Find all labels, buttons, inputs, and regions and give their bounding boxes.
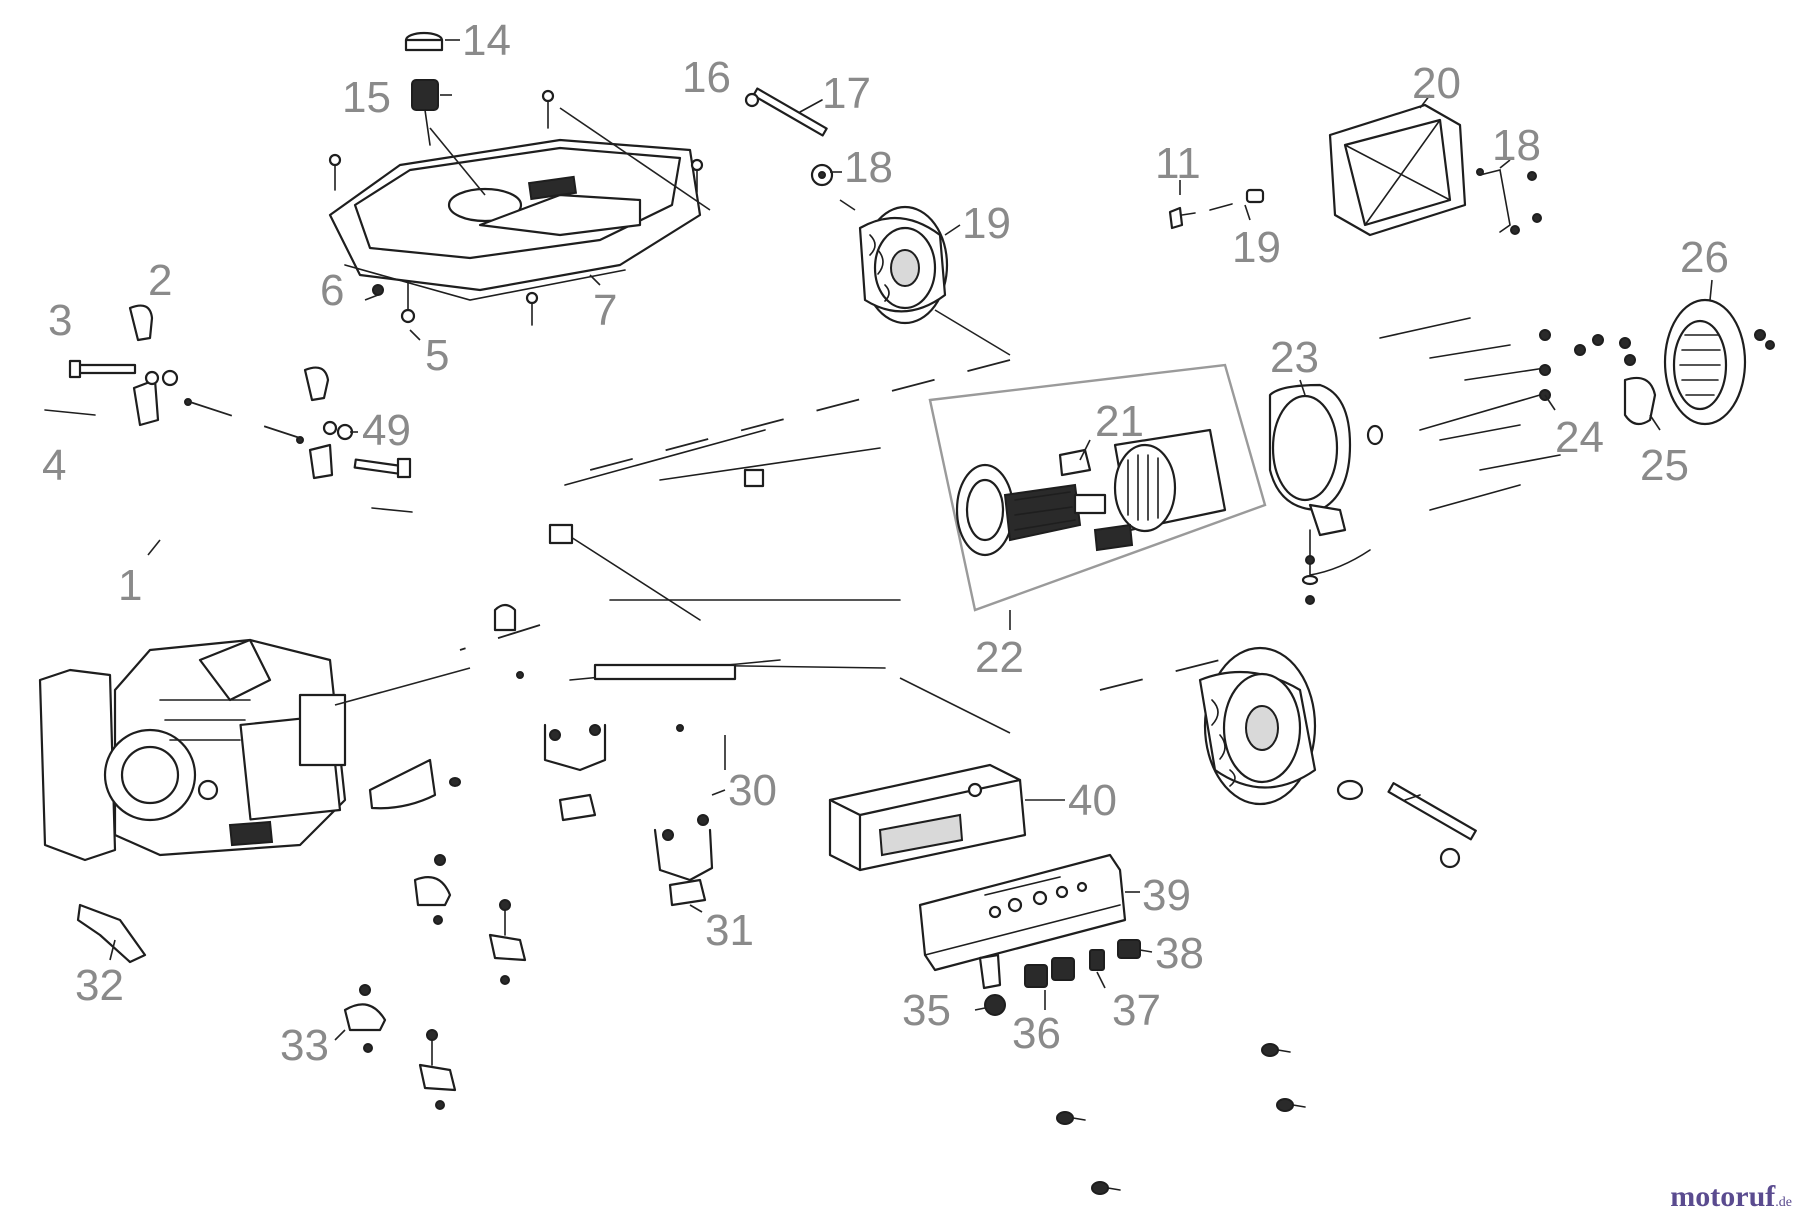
label-30-text: 30: [728, 766, 777, 815]
washer-16: [810, 163, 834, 187]
engine-heat-shield: [368, 758, 437, 810]
control-box: [1328, 103, 1467, 237]
label-1: 1: [118, 561, 142, 610]
alternator-group-box: [928, 363, 1267, 612]
label-21: 21: [1095, 397, 1144, 446]
label-24: 24: [1555, 413, 1604, 462]
label-31-text: 31: [705, 906, 754, 955]
switch-11: [1168, 206, 1196, 230]
label-36: 36: [1012, 1009, 1061, 1058]
brush-holder: [1058, 448, 1092, 477]
engine-mount-d: [418, 1029, 457, 1110]
handle-cap-2: [128, 304, 154, 342]
rear-cover: [1663, 298, 1747, 426]
label-22: 22: [975, 633, 1024, 682]
label-49: 49: [362, 406, 411, 455]
muffler: [828, 763, 1027, 872]
label-6: 6: [320, 266, 344, 315]
ground-wire: [1301, 529, 1371, 605]
rotor: [955, 463, 1107, 557]
label-5: 5: [425, 331, 449, 380]
label-32: 32: [75, 961, 124, 1010]
handle-cap-right: [303, 366, 330, 402]
label-13: 15: [342, 73, 391, 122]
label-15: 17: [822, 69, 871, 118]
handle-bolt-left: [68, 359, 137, 379]
rear-screws: [1539, 329, 1775, 376]
label-39: 39: [1142, 871, 1191, 920]
part-labels: 14 15 16 17 18 19 2 3 4 6 5 7 49 1 11 19…: [42, 16, 1729, 1070]
engine-bracket-32: [76, 903, 147, 964]
label-11: 11: [1155, 139, 1201, 188]
label-3: 3: [48, 296, 72, 345]
loose-screws: [449, 777, 1306, 1195]
end-cover: [1268, 383, 1352, 537]
label-4: 4: [42, 441, 66, 490]
axle-bottom: [1336, 779, 1477, 869]
switch-37: [1089, 949, 1105, 971]
frame: [542, 427, 908, 683]
label-leaders: [109, 39, 1713, 1041]
mount-left: [543, 723, 607, 822]
clip-19: [1209, 188, 1265, 211]
watermark-tld: .de: [1775, 1195, 1792, 1210]
label-40: 40: [1068, 776, 1117, 825]
watermark-main: motoruf: [1670, 1180, 1776, 1213]
label-12: 14: [462, 16, 511, 65]
wheel-top: [858, 205, 949, 325]
through-bolts: [1366, 317, 1561, 511]
control-panel: [918, 853, 1127, 972]
engine-mount-c: [343, 984, 387, 1053]
label-25: 25: [1640, 441, 1689, 490]
axle-bolt-top: [744, 87, 828, 137]
frame-plug: [493, 603, 517, 632]
engine-mount-b: [488, 899, 527, 985]
handle-bolt-right: [353, 457, 412, 479]
fuel-strainer: [411, 79, 439, 146]
label-18: 18: [1492, 121, 1541, 170]
label-20: 20: [1412, 59, 1461, 108]
label-7: 7: [593, 286, 617, 335]
fuel-cap: [404, 31, 444, 52]
breaker-38: [1117, 939, 1141, 959]
label-37: 37: [1112, 986, 1161, 1035]
rectifier: [1093, 523, 1134, 552]
label-19-text: 19: [1232, 223, 1281, 272]
rear-bracket: [1623, 376, 1657, 426]
bracket-18: [1476, 168, 1542, 235]
label-16: 18: [844, 143, 893, 192]
label-14: 16: [682, 53, 731, 102]
fuel-tank: [328, 138, 702, 301]
label-35: 35: [902, 986, 951, 1035]
label-23: 23: [1270, 333, 1319, 382]
stator: [1113, 428, 1227, 533]
outlet-36: [1024, 957, 1075, 988]
pin-15: [799, 99, 823, 113]
label-2: 2: [148, 256, 172, 305]
mount-right: [653, 814, 714, 907]
engine-mount-a: [413, 854, 452, 925]
label-26: 26: [1680, 233, 1729, 282]
outlet-35: [978, 953, 1006, 1016]
engine: [38, 638, 347, 862]
watermark-logo: motoruf.de: [1670, 1180, 1792, 1214]
label-38: 38: [1155, 929, 1204, 978]
handle: [132, 378, 334, 552]
label-33: 33: [280, 1021, 329, 1070]
label-17: 19: [962, 199, 1011, 248]
washers: [144, 369, 354, 444]
wheel-bottom: [1198, 646, 1317, 806]
